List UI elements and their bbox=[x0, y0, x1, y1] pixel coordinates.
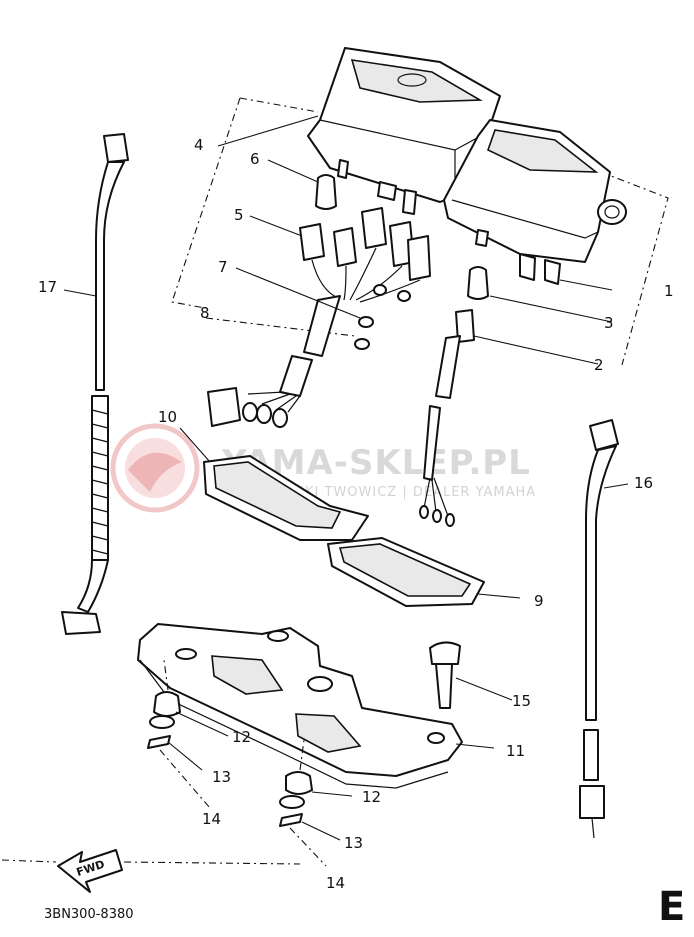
callout-labels: 1 2 3 4 5 6 7 8 9 10 11 12 12 13 13 14 1… bbox=[38, 136, 674, 892]
callout-1: 1 bbox=[664, 282, 674, 300]
damper-item-12-left bbox=[149, 691, 181, 729]
socket-item-2 bbox=[419, 309, 475, 527]
bulb-item-3 bbox=[467, 266, 489, 300]
meter-bracket-item-11 bbox=[137, 623, 463, 789]
callout-14-left: 14 bbox=[202, 810, 221, 828]
bolt-item-15 bbox=[429, 641, 461, 709]
socket-harness-item-5 bbox=[299, 207, 431, 357]
callout-3: 3 bbox=[604, 314, 614, 332]
section-letter: E bbox=[658, 884, 685, 930]
meter-case-item-9 bbox=[327, 537, 485, 607]
fwd-arrow-icon: FWD bbox=[57, 849, 123, 893]
callout-7: 7 bbox=[218, 258, 228, 276]
wire-connector bbox=[207, 355, 313, 428]
washer-nut-right bbox=[279, 813, 303, 827]
callout-6: 6 bbox=[250, 150, 260, 168]
bulb-item-6 bbox=[315, 174, 337, 210]
callout-10: 10 bbox=[158, 408, 177, 426]
watermark-logo-icon bbox=[110, 423, 200, 513]
callout-13-left: 13 bbox=[212, 768, 231, 786]
meter-housing-left bbox=[307, 47, 501, 215]
part-code: 3BN300-8380 bbox=[44, 907, 134, 922]
washer-items-7-8 bbox=[354, 316, 374, 350]
watermark: YAMA-SKLEP.PL ZIELINSKI TWOWICZ | DEALER… bbox=[110, 423, 536, 513]
leader-lines bbox=[63, 115, 629, 841]
watermark-subtitle: ZIELINSKI TWOWICZ | DEALER YAMAHA bbox=[248, 485, 536, 500]
callout-5: 5 bbox=[234, 206, 244, 224]
meter-housing-right bbox=[443, 119, 627, 285]
damper-item-12-right bbox=[279, 771, 313, 809]
callout-12-right: 12 bbox=[362, 788, 381, 806]
callout-16: 16 bbox=[634, 474, 653, 492]
callout-4: 4 bbox=[194, 136, 204, 154]
callout-8: 8 bbox=[200, 304, 210, 322]
washer-nut-left bbox=[147, 735, 171, 749]
callout-17: 17 bbox=[38, 278, 57, 296]
callout-13-right: 13 bbox=[344, 834, 363, 852]
speedometer-cable-item-16 bbox=[579, 419, 619, 839]
meter-case-item-10 bbox=[203, 455, 369, 541]
tachometer-cable-item-17 bbox=[61, 133, 129, 635]
callout-15: 15 bbox=[512, 692, 531, 710]
callout-11: 11 bbox=[506, 742, 525, 760]
callout-12-left: 12 bbox=[232, 728, 251, 746]
callout-14-right: 14 bbox=[326, 874, 345, 892]
callout-9: 9 bbox=[534, 592, 544, 610]
callout-2: 2 bbox=[594, 356, 604, 374]
